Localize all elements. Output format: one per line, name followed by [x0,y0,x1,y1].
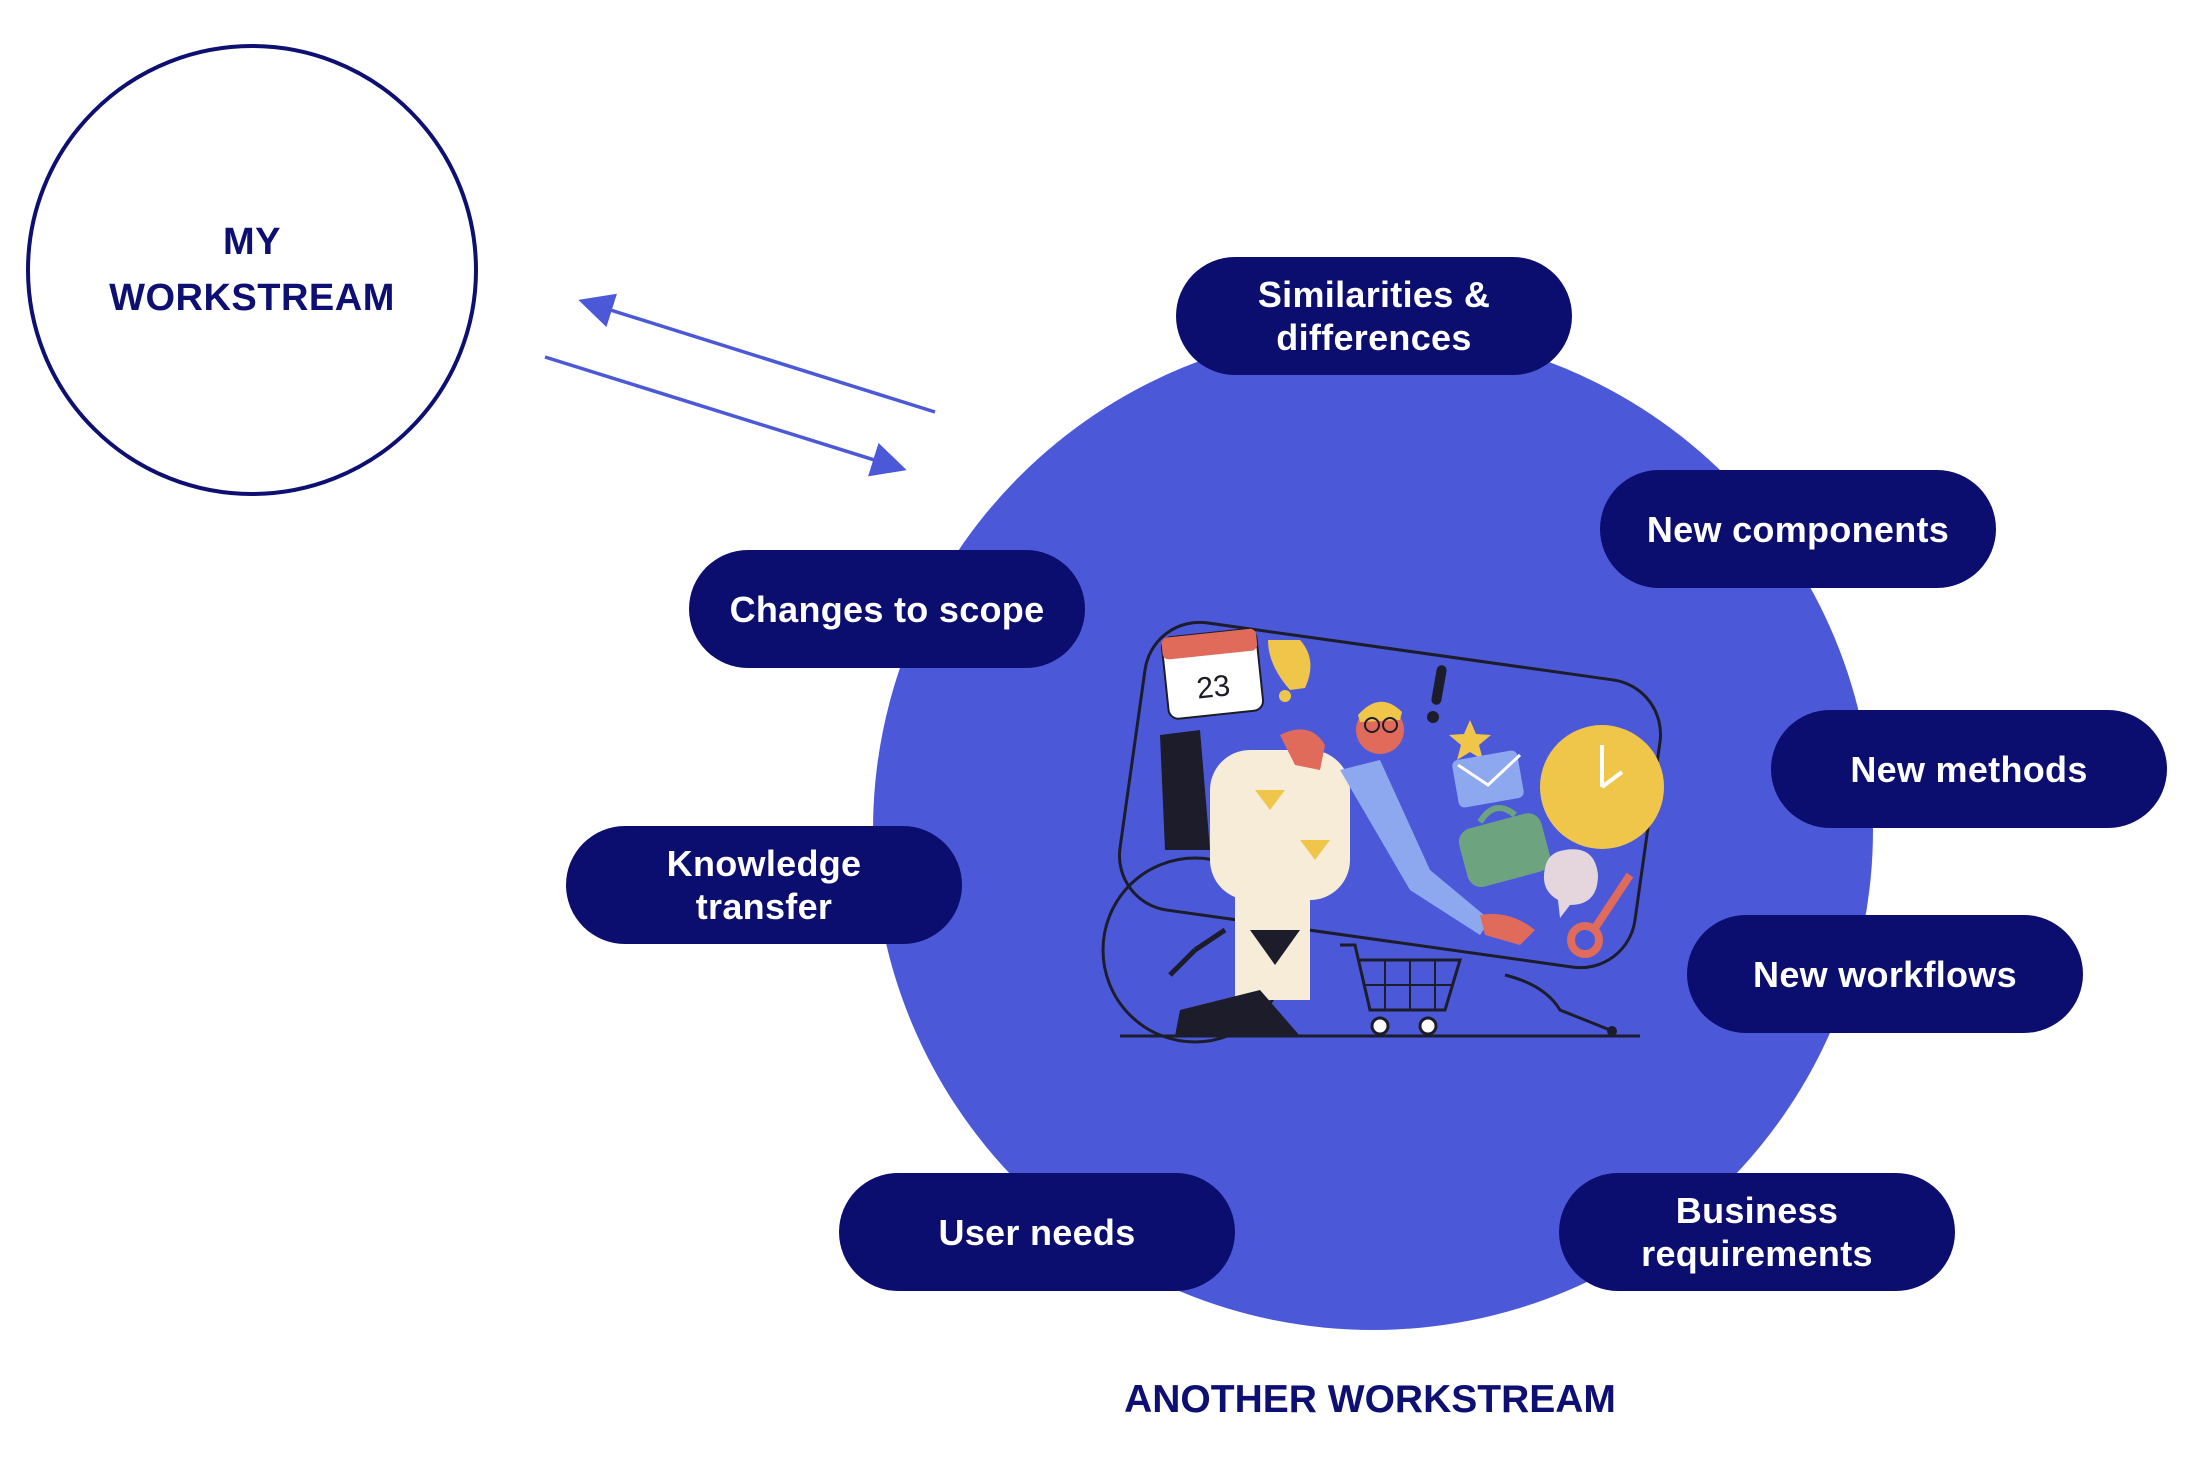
topic-user-needs: User needs [839,1173,1235,1291]
calendar-icon: 23 [1160,628,1265,720]
my-workstream-circle: MY WORKSTREAM [26,44,478,496]
shopping-cart-icon [1340,943,1463,1036]
topic-business-requirements: Business requirements [1559,1173,1955,1291]
bell-icon [1268,640,1311,702]
envelope-icon [1452,750,1524,808]
key-icon [1567,872,1634,958]
arrow-to-another-workstream [544,355,907,477]
my-workstream-label: MY WORKSTREAM [109,221,395,319]
arrow-to-my-workstream [578,293,936,414]
topic-new-methods: New methods [1771,710,2167,828]
topic-new-components: New components [1600,470,1996,588]
calendar-number: 23 [1195,669,1232,705]
topic-knowledge-transfer: Knowledge transfer [566,826,962,944]
topic-new-workflows: New workflows [1687,915,2083,1033]
clock-icon [1540,725,1664,849]
another-workstream-label: ANOTHER WORKSTREAM [1124,1378,1616,1421]
topic-similarities-differences: Similarities & differences [1176,257,1572,375]
bag-icon [1458,805,1551,887]
topic-changes-to-scope: Changes to scope [689,550,1085,668]
workstream-illustration: 23 [1101,620,1664,1044]
